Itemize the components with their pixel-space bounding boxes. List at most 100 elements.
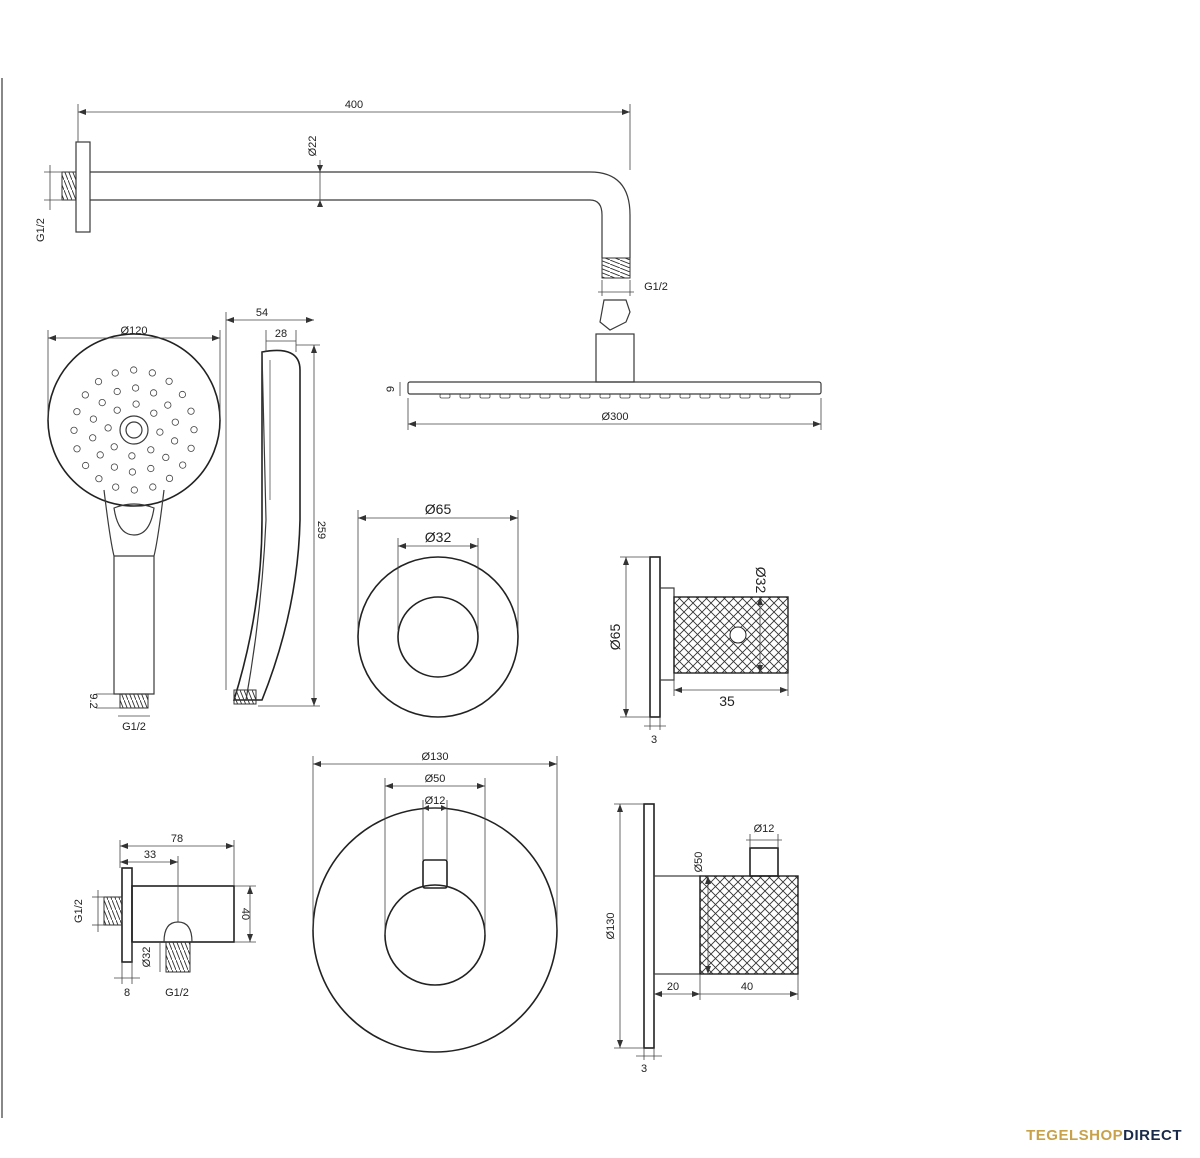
thermo-side-depth-label: 40 bbox=[741, 981, 753, 993]
thermo-pin-label: Ø12 bbox=[425, 795, 446, 807]
nozzle-hole bbox=[113, 406, 121, 414]
nozzle-hole bbox=[187, 444, 195, 452]
nozzle-hole bbox=[128, 468, 136, 476]
rain-nozzle bbox=[479, 393, 491, 399]
elbow-offset-label: 33 bbox=[144, 849, 156, 861]
rain-nozzle bbox=[779, 393, 791, 399]
shower-arm-drawing bbox=[44, 104, 634, 296]
rain-nozzle bbox=[759, 393, 771, 399]
rain-nozzle bbox=[659, 393, 671, 399]
nozzle-hole bbox=[178, 390, 186, 399]
nozzle-hole bbox=[132, 384, 140, 392]
elbow-thread-out-label: G1/2 bbox=[165, 987, 189, 999]
rain-nozzle bbox=[559, 393, 571, 399]
rain-nozzle bbox=[739, 393, 751, 399]
nozzle-hole bbox=[132, 400, 140, 408]
nozzle-hole bbox=[89, 415, 98, 423]
nozzle-hole bbox=[104, 424, 112, 432]
rain-nozzle bbox=[439, 393, 451, 399]
rain-nozzle bbox=[599, 393, 611, 399]
hand-shower-side-drawing bbox=[225, 312, 320, 707]
nozzle-hole bbox=[130, 366, 138, 374]
stop-knob-diameter-label: Ø32 bbox=[425, 529, 452, 545]
nozzle-hole bbox=[110, 443, 118, 451]
thermo-side-offset-label: 20 bbox=[667, 981, 679, 993]
hand-thread-height-label: 9.2 bbox=[87, 693, 99, 708]
nozzle-hole bbox=[73, 445, 81, 453]
nozzle-hole bbox=[150, 389, 158, 397]
stop-rosette-diameter-label: Ø65 bbox=[425, 501, 452, 517]
nozzle-hole bbox=[70, 426, 78, 434]
arm-outlet-thread-label: G1/2 bbox=[644, 281, 668, 293]
arm-diameter-label: Ø22 bbox=[307, 136, 319, 157]
nozzle-hole bbox=[187, 407, 195, 415]
nozzle-hole bbox=[96, 451, 104, 459]
rain-nozzle bbox=[619, 393, 631, 399]
nozzle-hole bbox=[82, 461, 90, 470]
nozzle-hole bbox=[147, 446, 155, 454]
nozzle-hole bbox=[171, 437, 179, 445]
stop-side-rosette-label: Ø65 bbox=[607, 624, 623, 651]
rain-nozzle bbox=[459, 393, 471, 399]
rain-nozzle bbox=[699, 393, 711, 399]
nozzle-hole bbox=[156, 428, 164, 436]
nozzle-hole bbox=[165, 474, 174, 482]
brand-part-2: DIRECT bbox=[1123, 1127, 1182, 1144]
nozzle-hole bbox=[164, 401, 172, 409]
nozzle-hole bbox=[165, 377, 173, 385]
rain-nozzle bbox=[639, 393, 651, 399]
hand-head-depth-label: 28 bbox=[275, 328, 287, 340]
stop-valve-front-drawing bbox=[357, 510, 519, 718]
nozzle-hole bbox=[95, 475, 103, 483]
hand-length-label: 259 bbox=[315, 521, 327, 539]
brand-part-1: TEGELSHOP bbox=[1026, 1127, 1124, 1144]
thermo-rosette-label: Ø130 bbox=[422, 751, 449, 763]
rain-nozzle bbox=[519, 393, 531, 399]
rain-nozzle bbox=[579, 393, 591, 399]
nozzle-hole bbox=[98, 398, 106, 407]
arm-length-label: 400 bbox=[345, 99, 363, 111]
nozzle-hole bbox=[148, 369, 156, 377]
stop-valve-side-drawing bbox=[620, 556, 789, 730]
nozzle-hole bbox=[149, 483, 157, 491]
nozzle-hole bbox=[147, 464, 155, 473]
elbow-height-label: 40 bbox=[239, 908, 251, 920]
arm-inlet-thread-label: G1/2 bbox=[35, 218, 47, 242]
nozzle-hole bbox=[73, 408, 81, 416]
rain-shower-drawing bbox=[399, 299, 822, 430]
rain-nozzle bbox=[499, 393, 511, 399]
elbow-length-label: 78 bbox=[171, 833, 183, 845]
brand-logo: TEGELSHOPDIRECT bbox=[1026, 1127, 1182, 1144]
nozzle-hole bbox=[94, 377, 103, 386]
elbow-thread-in-label: G1/2 bbox=[73, 899, 85, 923]
hand-shower-front-drawing bbox=[47, 330, 221, 717]
elbow-outlet-label: Ø32 bbox=[141, 947, 153, 968]
rain-diameter-label: Ø300 bbox=[602, 411, 629, 423]
nozzle-hole bbox=[128, 452, 136, 460]
nozzle-hole bbox=[130, 486, 138, 494]
nozzle-hole bbox=[81, 391, 89, 399]
nozzle-hole bbox=[171, 418, 179, 426]
thermostat-side-drawing bbox=[614, 803, 799, 1060]
nozzle-hole bbox=[112, 483, 120, 491]
rain-nozzle bbox=[679, 393, 691, 399]
stop-side-plate-label: 3 bbox=[651, 734, 657, 746]
thermo-side-plate-label: 3 bbox=[641, 1063, 647, 1075]
thermo-knob-label: Ø50 bbox=[425, 773, 446, 785]
hand-depth-label: 54 bbox=[256, 307, 268, 319]
nozzle-hole bbox=[150, 409, 158, 417]
wall-elbow-drawing bbox=[92, 840, 256, 984]
rain-nozzle bbox=[539, 393, 551, 399]
stop-side-knob-label: Ø32 bbox=[753, 567, 769, 594]
thermo-side-rosette-label: Ø130 bbox=[605, 913, 617, 940]
nozzle-hole bbox=[162, 453, 170, 461]
stop-side-depth-label: 35 bbox=[719, 693, 735, 709]
rain-height-label: 9 bbox=[385, 386, 397, 392]
hand-thread-label: G1/2 bbox=[122, 721, 146, 733]
nozzle-hole bbox=[113, 387, 121, 396]
hand-head-diameter-label: Ø120 bbox=[121, 325, 148, 337]
elbow-plate-label: 8 bbox=[124, 987, 130, 999]
thermo-side-knob-label: Ø50 bbox=[693, 852, 705, 873]
rain-nozzle bbox=[719, 393, 731, 399]
